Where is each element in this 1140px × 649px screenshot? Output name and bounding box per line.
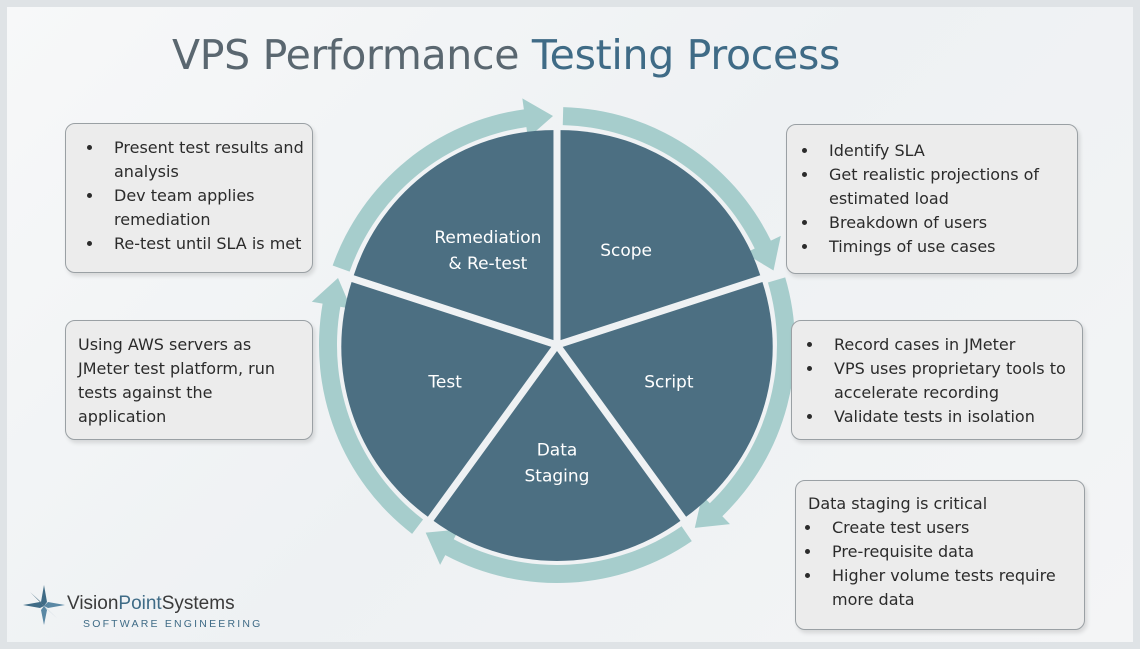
script-detail-item: VPS uses proprietary tools to accelerate…: [824, 357, 1076, 405]
cycle-segment-label: Remediation: [434, 228, 541, 248]
cycle-segment-label: Test: [427, 372, 462, 392]
cycle-segment-label: Staging: [525, 467, 590, 487]
company-tagline: SOFTWARE ENGINEERING: [83, 618, 263, 630]
data-staging-detail-item: Higher volume tests require more data: [822, 564, 1078, 612]
cycle-segment-label: & Re-test: [448, 254, 527, 274]
cycle-segment-test: [341, 281, 552, 517]
scope-detail-item: Get realistic projections of estimated l…: [819, 163, 1071, 211]
script-detail-item: Validate tests in isolation: [824, 405, 1076, 429]
data-staging-detail-item: Create test users: [822, 516, 1078, 540]
cycle-arrow: [425, 526, 692, 583]
cycle-segment-remediation: [353, 130, 554, 341]
cycle-arrow: [694, 277, 795, 528]
cycle-segment-data-staging: [433, 351, 681, 561]
cycle-segment-scope: [560, 130, 761, 341]
data-staging-details-box: Data staging is critical Create test use…: [795, 480, 1085, 630]
title-accent: Testing Process: [531, 31, 841, 79]
compass-star-logo-icon: [23, 585, 65, 625]
title-prefix: VPS Performance: [172, 31, 520, 79]
scope-detail-item: Breakdown of users: [819, 211, 1071, 235]
logo-word-systems: Systems: [161, 593, 235, 614]
test-detail-text: Using AWS servers as JMeter test platfor…: [78, 335, 275, 426]
scope-detail-item: Timings of use cases: [819, 235, 1071, 259]
cycle-segment-label: Scope: [600, 241, 652, 261]
cycle-arrow: [311, 278, 424, 534]
slide-title: VPS Performance Testing Process: [172, 31, 840, 79]
data-staging-detail-item: Pre-requisite data: [822, 540, 1078, 564]
cycle-arrow: [562, 107, 781, 271]
company-name: VisionPointSystems: [67, 593, 235, 615]
cycle-segment-label: Data: [537, 441, 578, 461]
logo-word-point: Point: [118, 593, 162, 614]
remediation-detail-item: Re-test until SLA is met: [104, 232, 304, 256]
logo-word-vision: Vision: [67, 593, 119, 614]
data-staging-heading: Data staging is critical: [808, 494, 988, 513]
cycle-segment-script: [562, 281, 773, 517]
script-detail-item: Record cases in JMeter: [824, 333, 1076, 357]
company-logo: VisionPointSystems SOFTWARE ENGINEERING: [21, 583, 311, 633]
scope-details-box: Identify SLA Get realistic projections o…: [786, 124, 1078, 274]
scope-detail-item: Identify SLA: [819, 139, 1071, 163]
cycle-segment-label: Script: [644, 372, 694, 392]
remediation-detail-item: Present test results and analysis: [104, 136, 304, 184]
script-details-box: Record cases in JMeter VPS uses propriet…: [791, 320, 1083, 440]
remediation-detail-item: Dev team applies remediation: [104, 184, 304, 232]
cycle-arrow: [332, 98, 554, 272]
remediation-details-box: Present test results and analysis Dev te…: [65, 123, 313, 273]
test-details-box: Using AWS servers as JMeter test platfor…: [65, 320, 313, 440]
